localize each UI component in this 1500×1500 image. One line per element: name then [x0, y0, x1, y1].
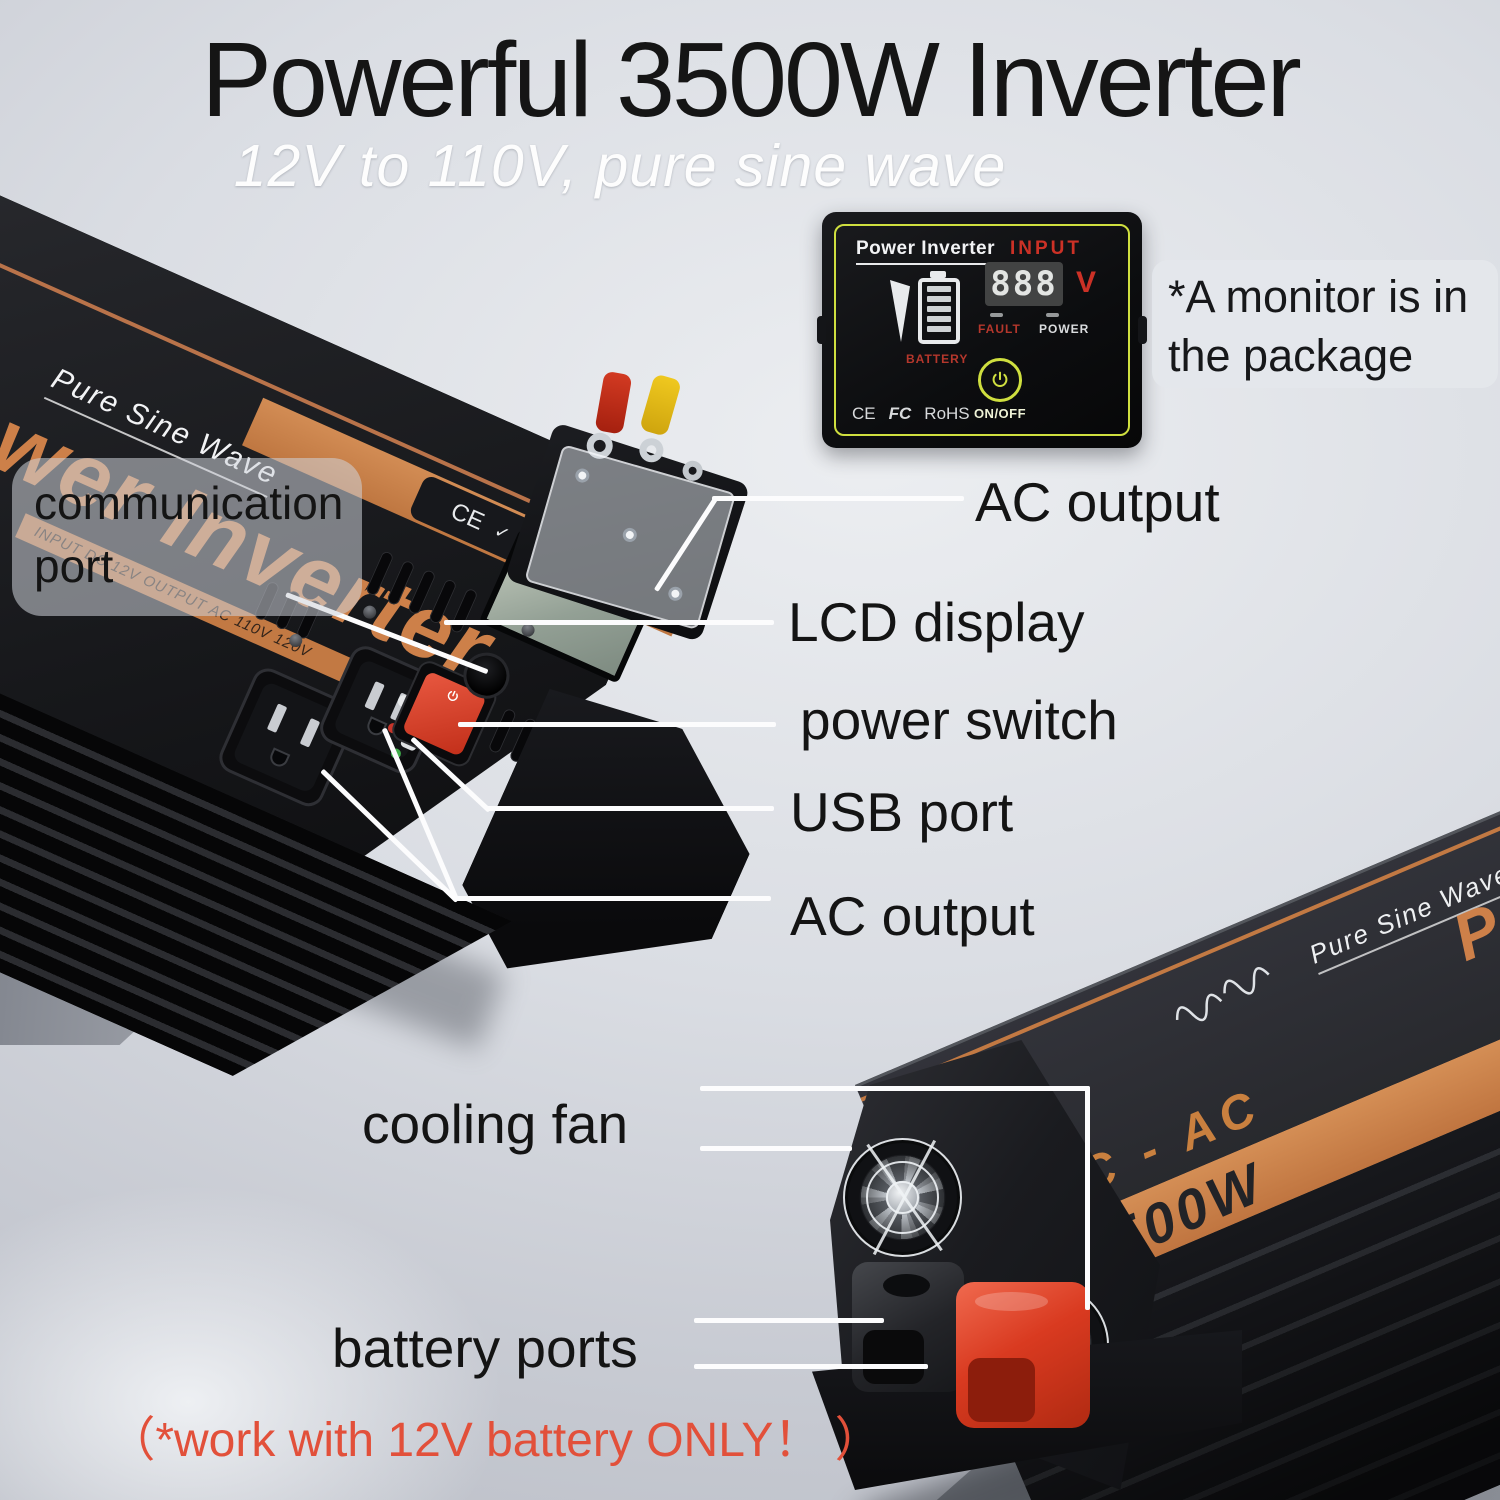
fault-label: FAULT: [978, 322, 1021, 336]
monitor-frame: [834, 224, 1130, 436]
voltage-display: 888: [985, 262, 1063, 306]
label-communication-port: communication port: [12, 458, 362, 616]
note-line2: the package: [1168, 329, 1414, 381]
monitor-brand: Power Inverter: [856, 238, 995, 265]
callout-line-ac-bottom: [455, 896, 771, 901]
rohs-mark: RoHS: [924, 404, 970, 423]
battery-terminal-negative: [852, 1262, 964, 1392]
remote-monitor: Power Inverter INPUT 888 V FAULT POWER B…: [817, 212, 1147, 448]
input-label: INPUT: [1010, 238, 1082, 259]
red-wire: [594, 370, 633, 435]
callout-line-usb: [486, 806, 774, 811]
power-switch: [388, 657, 501, 771]
cooling-fan-1: [843, 1138, 962, 1257]
battery-icon: [918, 271, 960, 344]
callout-line-fan-vertical: [1085, 1086, 1090, 1310]
monitor-note: *A monitor is in the package: [1152, 260, 1498, 388]
screw-tab: [1138, 316, 1147, 344]
label-text: communication: [34, 477, 344, 529]
inverter-rear-view: Pure Sine Wave Power Inverter DC - AC 35…: [855, 716, 1500, 1500]
label-ac-output-top: AC output: [975, 471, 1220, 533]
label-cooling-fan: cooling fan: [362, 1093, 629, 1155]
power-icon: [992, 371, 1008, 387]
page-subtitle: 12V to 110V, pure sine wave: [233, 133, 1007, 199]
screw-tab: [817, 316, 826, 344]
power-label: POWER: [1039, 322, 1090, 336]
callout-line-switch: [458, 722, 776, 727]
cert-marks: CE FC RoHS: [852, 404, 970, 424]
fcc-mark: FC: [888, 404, 912, 423]
inverter-front-view: Pure Sine Wave Power Inverter INPUT DC 1…: [0, 0, 920, 1219]
ce-mark: CE: [446, 497, 489, 536]
floor-highlight: [0, 1030, 800, 1500]
fault-indicator: [990, 313, 1003, 317]
power-icon: [447, 690, 458, 701]
callout-line-fan-1: [700, 1086, 1090, 1091]
note-line1: *A monitor is in: [1168, 271, 1469, 322]
label-power-switch: power switch: [800, 689, 1118, 751]
check-icon: ✓: [491, 520, 514, 545]
sine-wave-icon: [1165, 946, 1300, 1034]
battery-terminal-positive: [956, 1282, 1090, 1428]
battery-label: BATTERY: [906, 352, 969, 366]
callout-line-battery-1: [694, 1318, 884, 1323]
ce-mark: CE: [852, 404, 876, 423]
callout-line-fan-2: [700, 1146, 852, 1151]
label-usb-port: USB port: [790, 781, 1014, 843]
label-text: port: [34, 540, 114, 593]
power-indicator: [1046, 313, 1059, 317]
rocker: [401, 670, 487, 757]
label-battery-ports: battery ports: [332, 1317, 638, 1379]
label-lcd-display: LCD display: [788, 591, 1085, 653]
callout-line-lcd: [444, 620, 774, 625]
onoff-label: ON/OFF: [973, 406, 1027, 421]
callout-line-battery-2: [694, 1364, 928, 1369]
callout-line-ac-output-top: [712, 496, 964, 501]
label-ac-output-bottom: AC output: [790, 885, 1035, 947]
voltage-unit: V: [1076, 266, 1097, 299]
page-title: Powerful 3500W Inverter: [201, 21, 1302, 139]
battery-warning-note: （*work with 12V battery ONLY！ ）: [107, 1414, 883, 1467]
onoff-button[interactable]: [978, 358, 1022, 402]
yellow-wire: [639, 373, 683, 437]
